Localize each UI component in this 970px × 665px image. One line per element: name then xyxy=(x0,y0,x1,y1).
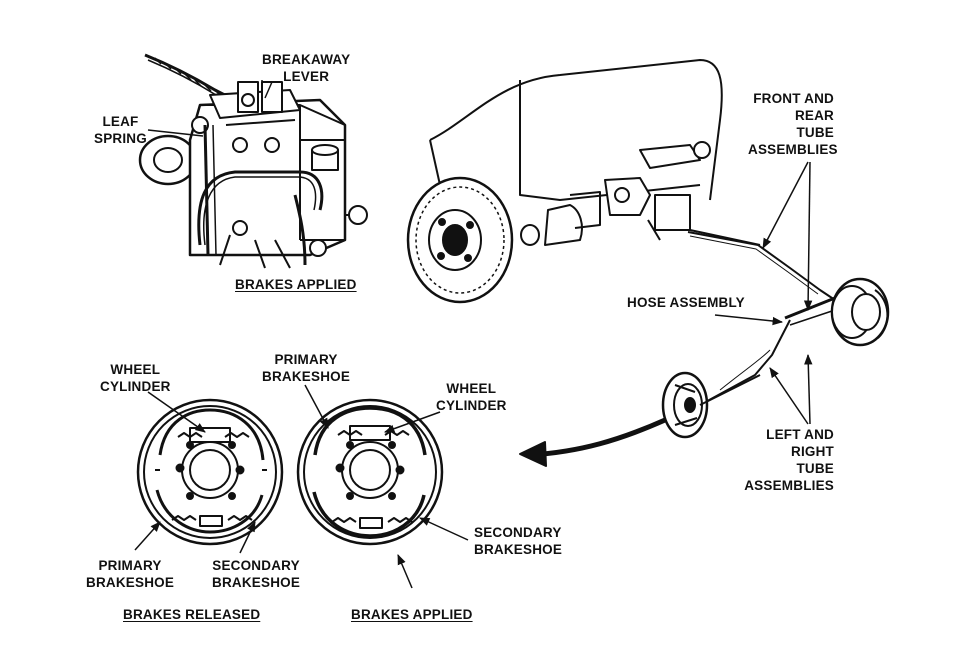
wheel-cylinder-left-line2: CYLINDER xyxy=(100,379,171,394)
primary-brakeshoe-top-line1: PRIMARY xyxy=(274,352,338,367)
front-rear-tube-label-line2: REAR xyxy=(794,108,834,123)
left-right-tube-label-line1: LEFT AND xyxy=(766,427,834,442)
primary-brakeshoe-bottom-label: PRIMARY BRAKESHOE xyxy=(86,557,174,591)
brake-assembly-released xyxy=(136,398,284,546)
breakaway-mechanism xyxy=(138,53,368,269)
secondary-brakeshoe-right-line2: BRAKESHOE xyxy=(474,542,563,557)
primary-brakeshoe-bottom-line1: PRIMARY xyxy=(98,558,162,573)
brakes-applied-top-label: BRAKES APPLIED xyxy=(235,277,357,292)
left-right-tube-assemblies-label: LEFT AND RIGHT TUBE ASSEMBLIES xyxy=(740,426,834,494)
leaf-spring-label-line1: LEAF xyxy=(102,114,139,129)
wheel-cylinder-left-line1: WHEEL xyxy=(110,362,161,377)
left-right-tube-label-line4: ASSEMBLIES xyxy=(744,478,834,493)
leaf-spring-label: LEAF SPRING xyxy=(94,113,147,147)
primary-brakeshoe-top-line2: BRAKESHOE xyxy=(262,369,351,384)
vehicle-rear xyxy=(406,59,761,304)
front-rear-tube-assemblies-label: FRONT AND REAR TUBE ASSEMBLIES xyxy=(748,90,838,158)
primary-brakeshoe-top-label: PRIMARY BRAKESHOE xyxy=(262,351,350,385)
left-right-tube-label-line3: TUBE xyxy=(796,461,834,476)
wheel-cylinder-right-label: WHEEL CYLINDER xyxy=(436,380,507,414)
breakaway-lever-label: BREAKAWAY LEVER xyxy=(262,51,350,85)
left-right-tube-label-line2: RIGHT xyxy=(791,444,834,459)
hose-assembly-label: HOSE ASSEMBLY xyxy=(627,295,745,310)
breakaway-lever-label-line2: LEVER xyxy=(283,69,330,84)
brake-assembly-applied xyxy=(296,398,444,546)
primary-brakeshoe-bottom-line2: BRAKESHOE xyxy=(86,575,175,590)
secondary-brakeshoe-right-line1: SECONDARY xyxy=(474,525,562,540)
breakaway-lever-label-line1: BREAKAWAY xyxy=(262,52,351,67)
wheel-cylinder-right-line2: CYLINDER xyxy=(436,398,507,413)
secondary-brakeshoe-right-label: SECONDARY BRAKESHOE xyxy=(474,524,562,558)
wheel-cylinder-left-label: WHEEL CYLINDER xyxy=(100,361,171,395)
secondary-brakeshoe-bottom-line2: BRAKESHOE xyxy=(212,575,301,590)
leaf-spring-label-line2: SPRING xyxy=(94,131,147,146)
front-rear-tube-label-line1: FRONT AND xyxy=(753,91,834,106)
secondary-brakeshoe-bottom-label: SECONDARY BRAKESHOE xyxy=(212,557,300,591)
front-rear-tube-label-line3: TUBE xyxy=(796,125,834,140)
brakes-applied-bottom-label: BRAKES APPLIED xyxy=(351,607,473,622)
front-rear-tube-label-line4: ASSEMBLIES xyxy=(748,142,838,157)
wheel-cylinder-right-line1: WHEEL xyxy=(446,381,497,396)
secondary-brakeshoe-bottom-line1: SECONDARY xyxy=(212,558,300,573)
brakes-released-label: BRAKES RELEASED xyxy=(123,607,261,622)
